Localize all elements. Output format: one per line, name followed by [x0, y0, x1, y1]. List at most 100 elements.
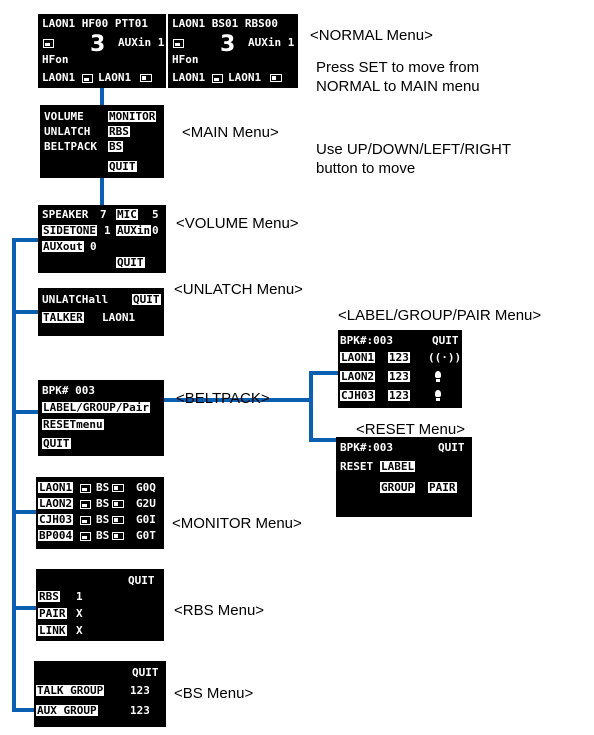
lamp-icon	[434, 371, 442, 383]
volume-sidetone-value: 1	[104, 224, 111, 237]
monitor-row-4-name[interactable]: BP004	[38, 529, 74, 542]
reset-option-group[interactable]: GROUP	[380, 481, 416, 494]
lgp-row-1-name[interactable]: LAON1	[340, 351, 376, 364]
bs-talk-group-label[interactable]: TALK GROUP	[36, 684, 105, 697]
rbs-quit[interactable]: QUIT	[128, 574, 155, 587]
note-navigation: Use UP/DOWN/LEFT/RIGHT button to move	[316, 141, 512, 177]
monitor-row-4-bs: BS	[96, 529, 110, 542]
bottom-right-label: LAON1	[228, 71, 262, 84]
monitor-row-1-code: G0Q	[136, 481, 156, 494]
bs-aux-group-label[interactable]: AUX GROUP	[36, 704, 98, 717]
volume-auxin-label[interactable]: AUXin	[116, 224, 152, 237]
main-menu-screen: VOLUME MONITOR UNLATCH RBS BELTPACK BS Q…	[40, 105, 164, 178]
lgp-row-2-value[interactable]: 123	[388, 370, 410, 383]
bottom-left-label: LAON1	[172, 71, 206, 84]
signal-icon	[80, 482, 91, 493]
lgp-beltpack-id: BPK#:003	[340, 334, 393, 347]
signal-icon	[82, 72, 93, 83]
main-item-volume[interactable]: VOLUME	[44, 110, 84, 123]
normal-screen-2: LAON1 BS01 RBS00 3 AUXin 1 HFon LAON1 LA…	[168, 14, 298, 88]
volume-mic-value: 5	[152, 208, 159, 221]
unlatch-menu-screen: UNLATCHall QUIT TALKER LAON1	[38, 288, 164, 336]
lamp-icon	[434, 390, 442, 402]
unlatch-talker-label[interactable]: TALKER	[42, 311, 84, 324]
main-item-rbs[interactable]: RBS	[108, 125, 130, 138]
reset-option-pair[interactable]: PAIR	[428, 481, 457, 494]
monitor-row-1-bs: BS	[96, 481, 110, 494]
label-rbs-menu: <RBS Menu>	[174, 602, 265, 619]
signal-icon	[212, 72, 223, 83]
volume-speaker-label[interactable]: SPEAKER	[42, 208, 89, 221]
signal-icon	[80, 530, 91, 541]
volume-sidetone-label[interactable]: SIDETONE	[42, 224, 97, 237]
label-unlatch-menu: <UNLATCH Menu>	[174, 281, 303, 298]
bottom-right-label: LAON1	[98, 71, 132, 84]
lgp-row-3-name[interactable]: CJH03	[340, 389, 376, 402]
volume-auxout-label[interactable]: AUXout	[42, 240, 84, 253]
volume-menu-screen: SPEAKER 7 MIC 5 SIDETONE 1 AUXin 0 AUXou…	[38, 205, 166, 273]
main-item-unlatch[interactable]: UNLATCH	[44, 125, 91, 138]
aux-in-status: AUXin 1	[118, 36, 165, 49]
bottom-left-label: LAON1	[42, 71, 76, 84]
bs-quit[interactable]: QUIT	[132, 666, 159, 679]
monitor-row-3-name[interactable]: CJH03	[38, 513, 74, 526]
label-group-pair-screen: BPK#:003 QUIT LAON1 123 ((·)) LAON2 123 …	[338, 330, 462, 408]
label-label-group-pair-menu: <LABEL/GROUP/PAIR Menu>	[338, 307, 542, 324]
lgp-quit[interactable]: QUIT	[432, 334, 459, 347]
label-bs-menu: <BS Menu>	[174, 685, 254, 702]
hands-free-status: HFon	[172, 53, 199, 66]
rbs-pair-label[interactable]: PAIR	[38, 607, 67, 620]
main-item-beltpack[interactable]: BELTPACK	[44, 140, 97, 153]
lgp-row-1-value[interactable]: 123	[388, 351, 410, 364]
volume-quit[interactable]: QUIT	[116, 256, 145, 269]
beltpack-id: BPK# 003	[42, 384, 95, 397]
bs-menu-screen: QUIT TALK GROUP 123 AUX GROUP 123	[34, 661, 166, 727]
rbs-link-value: X	[76, 624, 83, 637]
monitor-row-2-code: G2U	[136, 497, 156, 510]
channel-number: 3	[220, 32, 236, 57]
reset-quit[interactable]: QUIT	[438, 441, 465, 454]
rbs-menu-screen: QUIT RBS 1 PAIR X LINK X	[36, 569, 164, 641]
unlatch-talker-value: LAON1	[102, 311, 136, 324]
label-monitor-menu: <MONITOR Menu>	[172, 515, 302, 532]
lgp-row-3-value[interactable]: 123	[388, 389, 410, 402]
lgp-row-2-name[interactable]: LAON2	[340, 370, 376, 383]
monitor-row-2-name[interactable]: LAON2	[38, 497, 74, 510]
bs-aux-group-value: 123	[130, 704, 150, 717]
battery-icon	[140, 72, 152, 83]
pair-signal-icon: ((·))	[428, 351, 462, 364]
main-item-bs[interactable]: BS	[108, 140, 124, 153]
battery-icon	[112, 514, 124, 525]
monitor-row-3-code: G0I	[136, 513, 156, 526]
reset-menu-screen: BPK#:003 QUIT RESET LABEL GROUP PAIR	[336, 437, 472, 517]
monitor-row-1-name[interactable]: LAON1	[38, 481, 74, 494]
unlatch-quit[interactable]: QUIT	[132, 293, 161, 306]
beltpack-label-group-pair[interactable]: LABEL/GROUP/Pair	[42, 401, 150, 414]
rbs-pair-value: X	[76, 607, 83, 620]
main-item-quit[interactable]: QUIT	[108, 160, 137, 173]
monitor-row-3-bs: BS	[96, 513, 110, 526]
normal-status-line: LAON1 BS01 RBS00	[172, 17, 278, 30]
beltpack-quit[interactable]: QUIT	[42, 437, 71, 450]
rbs-link-label[interactable]: LINK	[38, 624, 67, 637]
aux-in-status: AUXin 1	[248, 36, 295, 49]
note-press-set: Press SET to move from NORMAL to MAIN me…	[316, 59, 480, 95]
label-normal-menu: <NORMAL Menu>	[310, 27, 433, 44]
battery-icon	[112, 482, 124, 493]
main-item-monitor[interactable]: MONITOR	[108, 110, 157, 123]
battery-icon	[112, 530, 124, 541]
monitor-menu-screen: LAON1 BS G0Q LAON2 BS G2U CJH03 BS G0I B…	[36, 477, 164, 549]
unlatch-all-label[interactable]: UNLATCHall	[42, 293, 109, 306]
beltpack-reset-menu[interactable]: RESETmenu	[42, 418, 104, 431]
label-main-menu: <MAIN Menu>	[182, 124, 279, 141]
battery-icon	[270, 72, 282, 83]
volume-mic-label[interactable]: MIC	[116, 208, 138, 221]
volume-auxin-value: 0	[152, 224, 159, 237]
volume-speaker-value: 7	[100, 208, 107, 221]
rbs-label[interactable]: RBS	[38, 590, 60, 603]
reset-option-label[interactable]: LABEL	[380, 460, 416, 473]
monitor-row-4-code: G0T	[136, 529, 156, 542]
label-beltpack: <BELTPACK>	[176, 390, 270, 407]
